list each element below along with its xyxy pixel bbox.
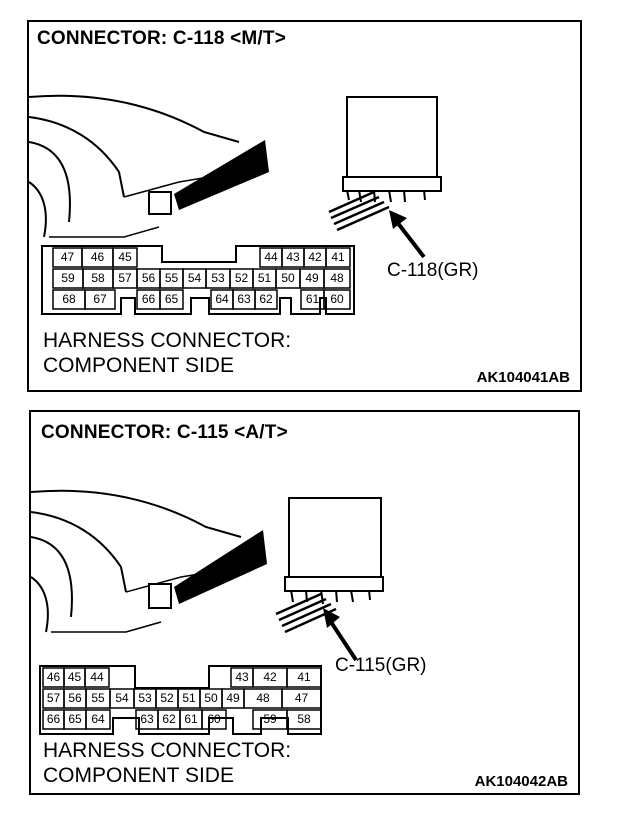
pin-label: 46 [46, 670, 61, 684]
connector-panel-c115: CONNECTOR: C-115 <A/T> [29, 410, 580, 795]
pin-label: 52 [160, 691, 174, 705]
zoom-wedge [174, 140, 269, 210]
pin-label: 61 [184, 712, 198, 726]
pin-label: 62 [259, 292, 273, 306]
pin-label: 55 [164, 271, 179, 285]
pin-label: 45 [118, 250, 132, 264]
pin-label: 41 [331, 250, 345, 264]
pin-label: 61 [305, 292, 320, 306]
arrow-icon [323, 608, 340, 628]
pin-label: 58 [91, 271, 105, 285]
pin-label: 43 [235, 670, 249, 684]
pin-label: 54 [115, 691, 129, 705]
pin-label: 48 [256, 691, 270, 705]
dash-connector-icon [148, 583, 172, 609]
pin-label: 44 [264, 250, 278, 264]
pin-label: 49 [226, 691, 240, 705]
ecu-box-icon [288, 497, 382, 585]
pin-label: 43 [286, 250, 300, 264]
pin-label: 64 [215, 292, 229, 306]
pin-label: 66 [141, 292, 156, 306]
pin-label: 68 [62, 292, 76, 306]
connector-callout: C-118(GR) [387, 260, 479, 281]
pin-label: 56 [141, 271, 156, 285]
connector-face [41, 245, 355, 315]
pin-label: 67 [93, 292, 107, 306]
pin-label: 65 [164, 292, 179, 306]
pin-label: 44 [90, 670, 104, 684]
pin-label: 64 [91, 712, 105, 726]
dash-connector-icon [148, 191, 172, 215]
pin-label: 63 [237, 292, 251, 306]
harness-label-line2: COMPONENT SIDE [43, 764, 234, 787]
pin-label: 65 [68, 712, 82, 726]
pin-label: 52 [234, 271, 249, 285]
ecu-box-icon [346, 96, 438, 186]
dashboard-illustration [31, 489, 384, 735]
pin-label: 62 [162, 712, 176, 726]
pin-label: 59 [263, 712, 277, 726]
pin-label: 63 [140, 712, 154, 726]
arrow-icon [389, 210, 407, 229]
pin-label: 53 [138, 691, 152, 705]
pin-label: 42 [308, 250, 322, 264]
connector-panel-c118: CONNECTOR: C-118 <M/T> [27, 20, 582, 392]
harness-label-line1: HARNESS CONNECTOR: [43, 739, 292, 762]
pin-label: 54 [187, 271, 202, 285]
pin-label: 42 [263, 670, 277, 684]
pin-label: 51 [257, 271, 272, 285]
connector-face [39, 665, 322, 735]
figure-code: AK104041AB [476, 369, 570, 386]
pin-label: 53 [211, 271, 225, 285]
pin-label: 66 [46, 712, 61, 726]
pin-label: 50 [204, 691, 218, 705]
pin-label: 58 [297, 712, 311, 726]
pin-label: 57 [118, 271, 132, 285]
pin-label: 55 [91, 691, 105, 705]
harness-label-line1: HARNESS CONNECTOR: [43, 329, 292, 352]
pin-label: 48 [330, 271, 344, 285]
dashboard-illustration [29, 94, 442, 315]
pin-label: 45 [67, 670, 82, 684]
pin-label: 60 [330, 292, 344, 306]
pin-label: 51 [182, 691, 196, 705]
pin-label: 56 [68, 691, 82, 705]
pin-label: 49 [305, 271, 319, 285]
pin-label: 59 [61, 271, 75, 285]
pin-label: 47 [60, 250, 75, 264]
connector-callout: C-115(GR) [335, 655, 427, 676]
figure-code: AK104042AB [474, 773, 568, 790]
pin-label: 50 [281, 271, 295, 285]
pin-label: 60 [207, 712, 221, 726]
pin-label: 57 [46, 691, 61, 705]
panel-title: CONNECTOR: C-115 <A/T> [41, 422, 288, 443]
panel-title: CONNECTOR: C-118 <M/T> [37, 28, 286, 49]
pin-label: 41 [297, 670, 311, 684]
pin-label: 47 [294, 691, 309, 705]
zoom-wedge [174, 530, 267, 604]
harness-label-line2: COMPONENT SIDE [43, 354, 234, 377]
pin-label: 46 [90, 250, 105, 264]
